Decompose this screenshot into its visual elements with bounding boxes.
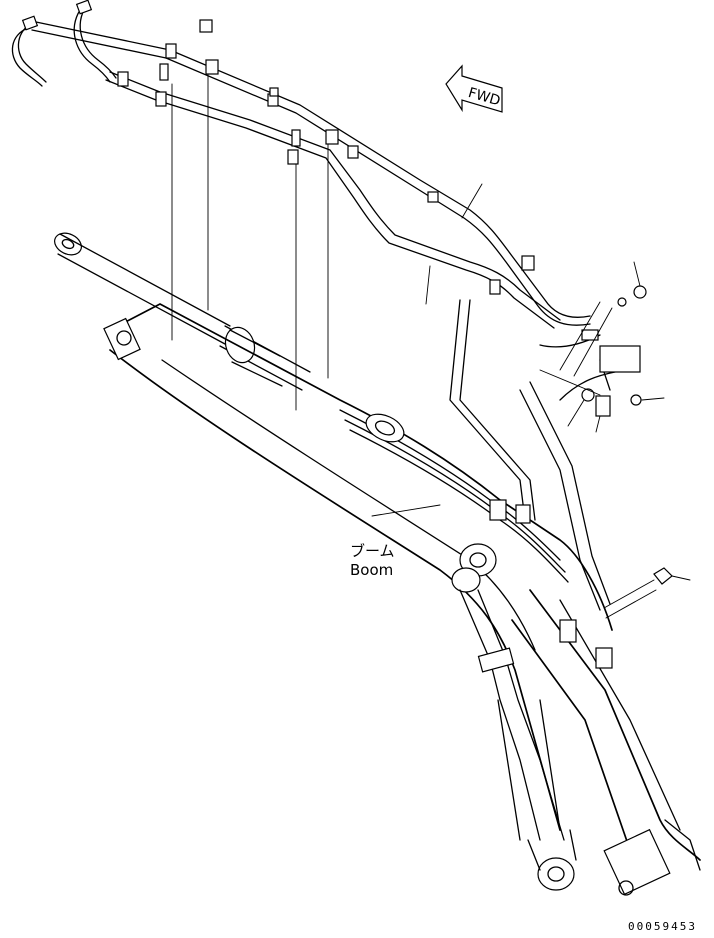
part-label-en: Boom <box>350 561 393 579</box>
drawing-code: 00059453 <box>628 920 697 933</box>
reference-lines <box>171 73 329 411</box>
fittings-right <box>539 261 691 619</box>
boom-body <box>103 303 701 896</box>
lower-steel-tube <box>105 71 601 348</box>
leader-lines <box>371 183 483 517</box>
upper-steel-tube <box>31 21 591 326</box>
lift-cylinder <box>451 543 577 891</box>
hose-left-ends <box>11 0 117 87</box>
tube-clamps <box>117 19 535 295</box>
part-label-jp: ブーム <box>350 542 395 560</box>
boom-hoses <box>339 299 616 669</box>
fwd-arrow-icon: FWD <box>445 64 503 113</box>
boom-cylinder <box>54 232 311 391</box>
